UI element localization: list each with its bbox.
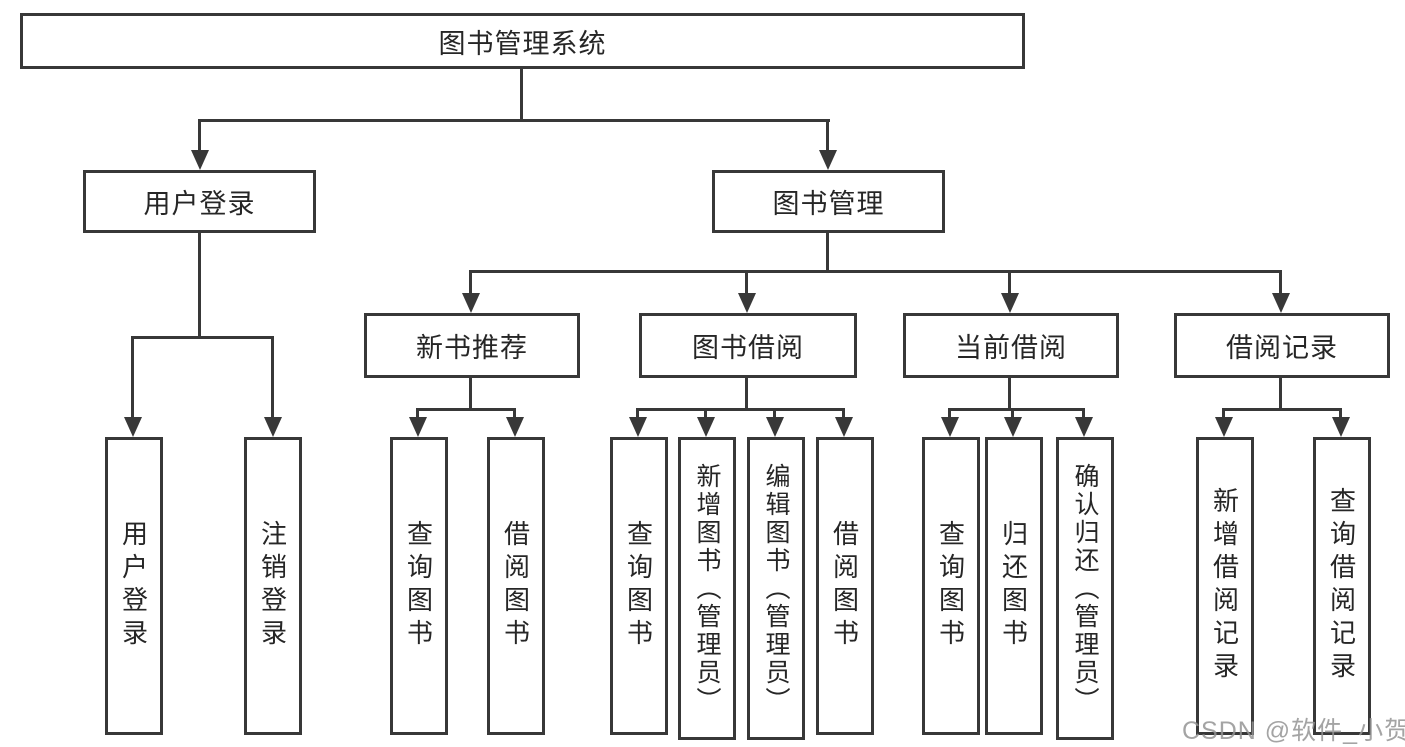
arrowhead-icon	[124, 417, 142, 437]
leaf-label: 新增借阅记录	[1209, 487, 1240, 685]
connector-line	[1222, 408, 1225, 420]
arrowhead-icon	[819, 150, 837, 170]
connector-line	[416, 408, 419, 420]
connector-line	[773, 408, 776, 420]
node-label: 新书推荐	[416, 333, 528, 363]
node-new-book-recommendation: 新书推荐	[364, 313, 580, 378]
arrowhead-icon	[1004, 417, 1022, 437]
connector-line	[271, 336, 274, 419]
connector-line	[131, 336, 134, 419]
connector-line	[704, 408, 707, 420]
arrowhead-icon	[835, 417, 853, 437]
node-label: 借阅记录	[1226, 333, 1338, 363]
connector-line	[745, 270, 748, 295]
leaf-label: 注销登录	[257, 520, 288, 652]
arrowhead-icon	[462, 293, 480, 313]
connector-line	[636, 408, 639, 420]
connector-line	[826, 119, 829, 152]
connector-line	[1279, 377, 1282, 408]
leaf-label: 新增图书（管理员）	[693, 462, 721, 715]
arrowhead-icon	[629, 417, 647, 437]
connector-line	[416, 408, 516, 411]
connector-line	[132, 336, 273, 339]
leaf-label: 确认归还（管理员）	[1071, 462, 1099, 715]
connector-line	[1339, 408, 1342, 420]
node-book-management: 图书管理	[712, 170, 945, 233]
leaf-edit-book-admin: 编辑图书（管理员）	[747, 437, 805, 740]
connector-line	[469, 377, 472, 408]
connector-line	[1222, 408, 1342, 411]
connector-line	[1279, 270, 1282, 295]
leaf-logout: 注销登录	[244, 437, 302, 735]
leaf-label: 编辑图书（管理员）	[762, 462, 790, 715]
leaf-label: 归还图书	[998, 520, 1029, 652]
arrowhead-icon	[1001, 293, 1019, 313]
leaf-add-book-admin: 新增图书（管理员）	[678, 437, 736, 740]
node-label: 图书管理系统	[438, 28, 607, 59]
leaf-label: 查询图书	[623, 520, 654, 652]
node-label: 图书借阅	[692, 333, 804, 363]
connector-line	[745, 377, 748, 408]
connector-line	[948, 408, 951, 420]
connector-line	[826, 233, 829, 273]
leaf-borrow-books-newbook: 借阅图书	[487, 437, 545, 735]
leaf-query-books-current: 查询图书	[922, 437, 980, 735]
leaf-label: 借阅图书	[500, 520, 531, 652]
connector-line	[948, 408, 1085, 411]
leaf-label: 查询图书	[403, 520, 434, 652]
arrowhead-icon	[1332, 417, 1350, 437]
arrowhead-icon	[409, 417, 427, 437]
connector-line	[842, 408, 845, 420]
connector-line	[1008, 377, 1011, 408]
connector-line	[198, 119, 201, 152]
arrowhead-icon	[191, 150, 209, 170]
arrowhead-icon	[738, 293, 756, 313]
connector-line	[520, 68, 523, 122]
connector-line	[1011, 408, 1014, 420]
node-label: 当前借阅	[955, 333, 1067, 363]
arrowhead-icon	[766, 417, 784, 437]
leaf-return-book: 归还图书	[985, 437, 1043, 735]
connector-line	[636, 408, 845, 411]
node-user-login: 用户登录	[83, 170, 316, 233]
connector-line	[469, 270, 472, 295]
arrowhead-icon	[264, 417, 282, 437]
arrowhead-icon	[697, 417, 715, 437]
arrowhead-icon	[941, 417, 959, 437]
leaf-label: 用户登录	[118, 520, 149, 652]
leaf-query-borrow-record: 查询借阅记录	[1313, 437, 1371, 735]
leaf-label: 查询图书	[935, 520, 966, 652]
leaf-query-books-borrowing: 查询图书	[610, 437, 668, 735]
arrowhead-icon	[1272, 293, 1290, 313]
leaf-query-books-newbook: 查询图书	[390, 437, 448, 735]
node-current-borrowing: 当前借阅	[903, 313, 1119, 378]
leaf-borrow-books-borrowing: 借阅图书	[816, 437, 874, 735]
arrowhead-icon	[506, 417, 524, 437]
node-label: 图书管理	[772, 189, 885, 219]
node-library-management-system: 图书管理系统	[20, 13, 1025, 69]
connector-line	[1008, 270, 1011, 295]
node-label: 用户登录	[143, 189, 256, 219]
connector-line	[513, 408, 516, 420]
arrowhead-icon	[1075, 417, 1093, 437]
leaf-label: 借阅图书	[829, 520, 860, 652]
connector-line	[198, 233, 201, 336]
leaf-confirm-return-admin: 确认归还（管理员）	[1056, 437, 1114, 740]
leaf-user-login: 用户登录	[105, 437, 163, 735]
connector-line	[198, 119, 830, 122]
arrowhead-icon	[1215, 417, 1233, 437]
connector-line	[1082, 408, 1085, 420]
node-borrowing-records: 借阅记录	[1174, 313, 1390, 378]
leaf-add-borrow-record: 新增借阅记录	[1196, 437, 1254, 735]
node-book-borrowing: 图书借阅	[639, 313, 857, 378]
connector-line	[469, 270, 1282, 273]
leaf-label: 查询借阅记录	[1326, 487, 1357, 685]
watermark: CSDN @软件_小贺同学	[1182, 717, 1405, 745]
